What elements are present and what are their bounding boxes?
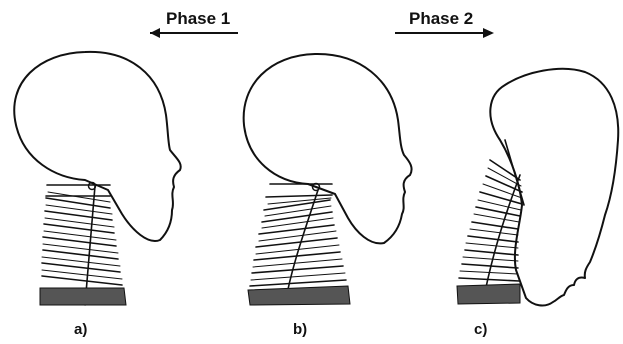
phase-2-label: Phase 2 [409,9,473,28]
panel-b: b) [244,54,412,338]
phase-1-label: Phase 1 [166,9,230,28]
phase-1-indicator: Phase 1 [150,9,238,38]
arrow-right-icon [395,28,494,38]
cervical-spine [248,184,350,306]
phase-2-indicator: Phase 2 [395,9,494,38]
panel-a: a) [14,52,180,338]
arrow-left-icon [150,28,238,38]
head-outline [14,52,180,241]
panel-b-label: b) [293,321,307,338]
panel-c-label: c) [474,321,487,338]
cervical-spine [457,140,524,304]
panel-a-label: a) [74,321,87,338]
panel-c: c) [457,69,618,338]
cervical-spine [40,183,126,306]
